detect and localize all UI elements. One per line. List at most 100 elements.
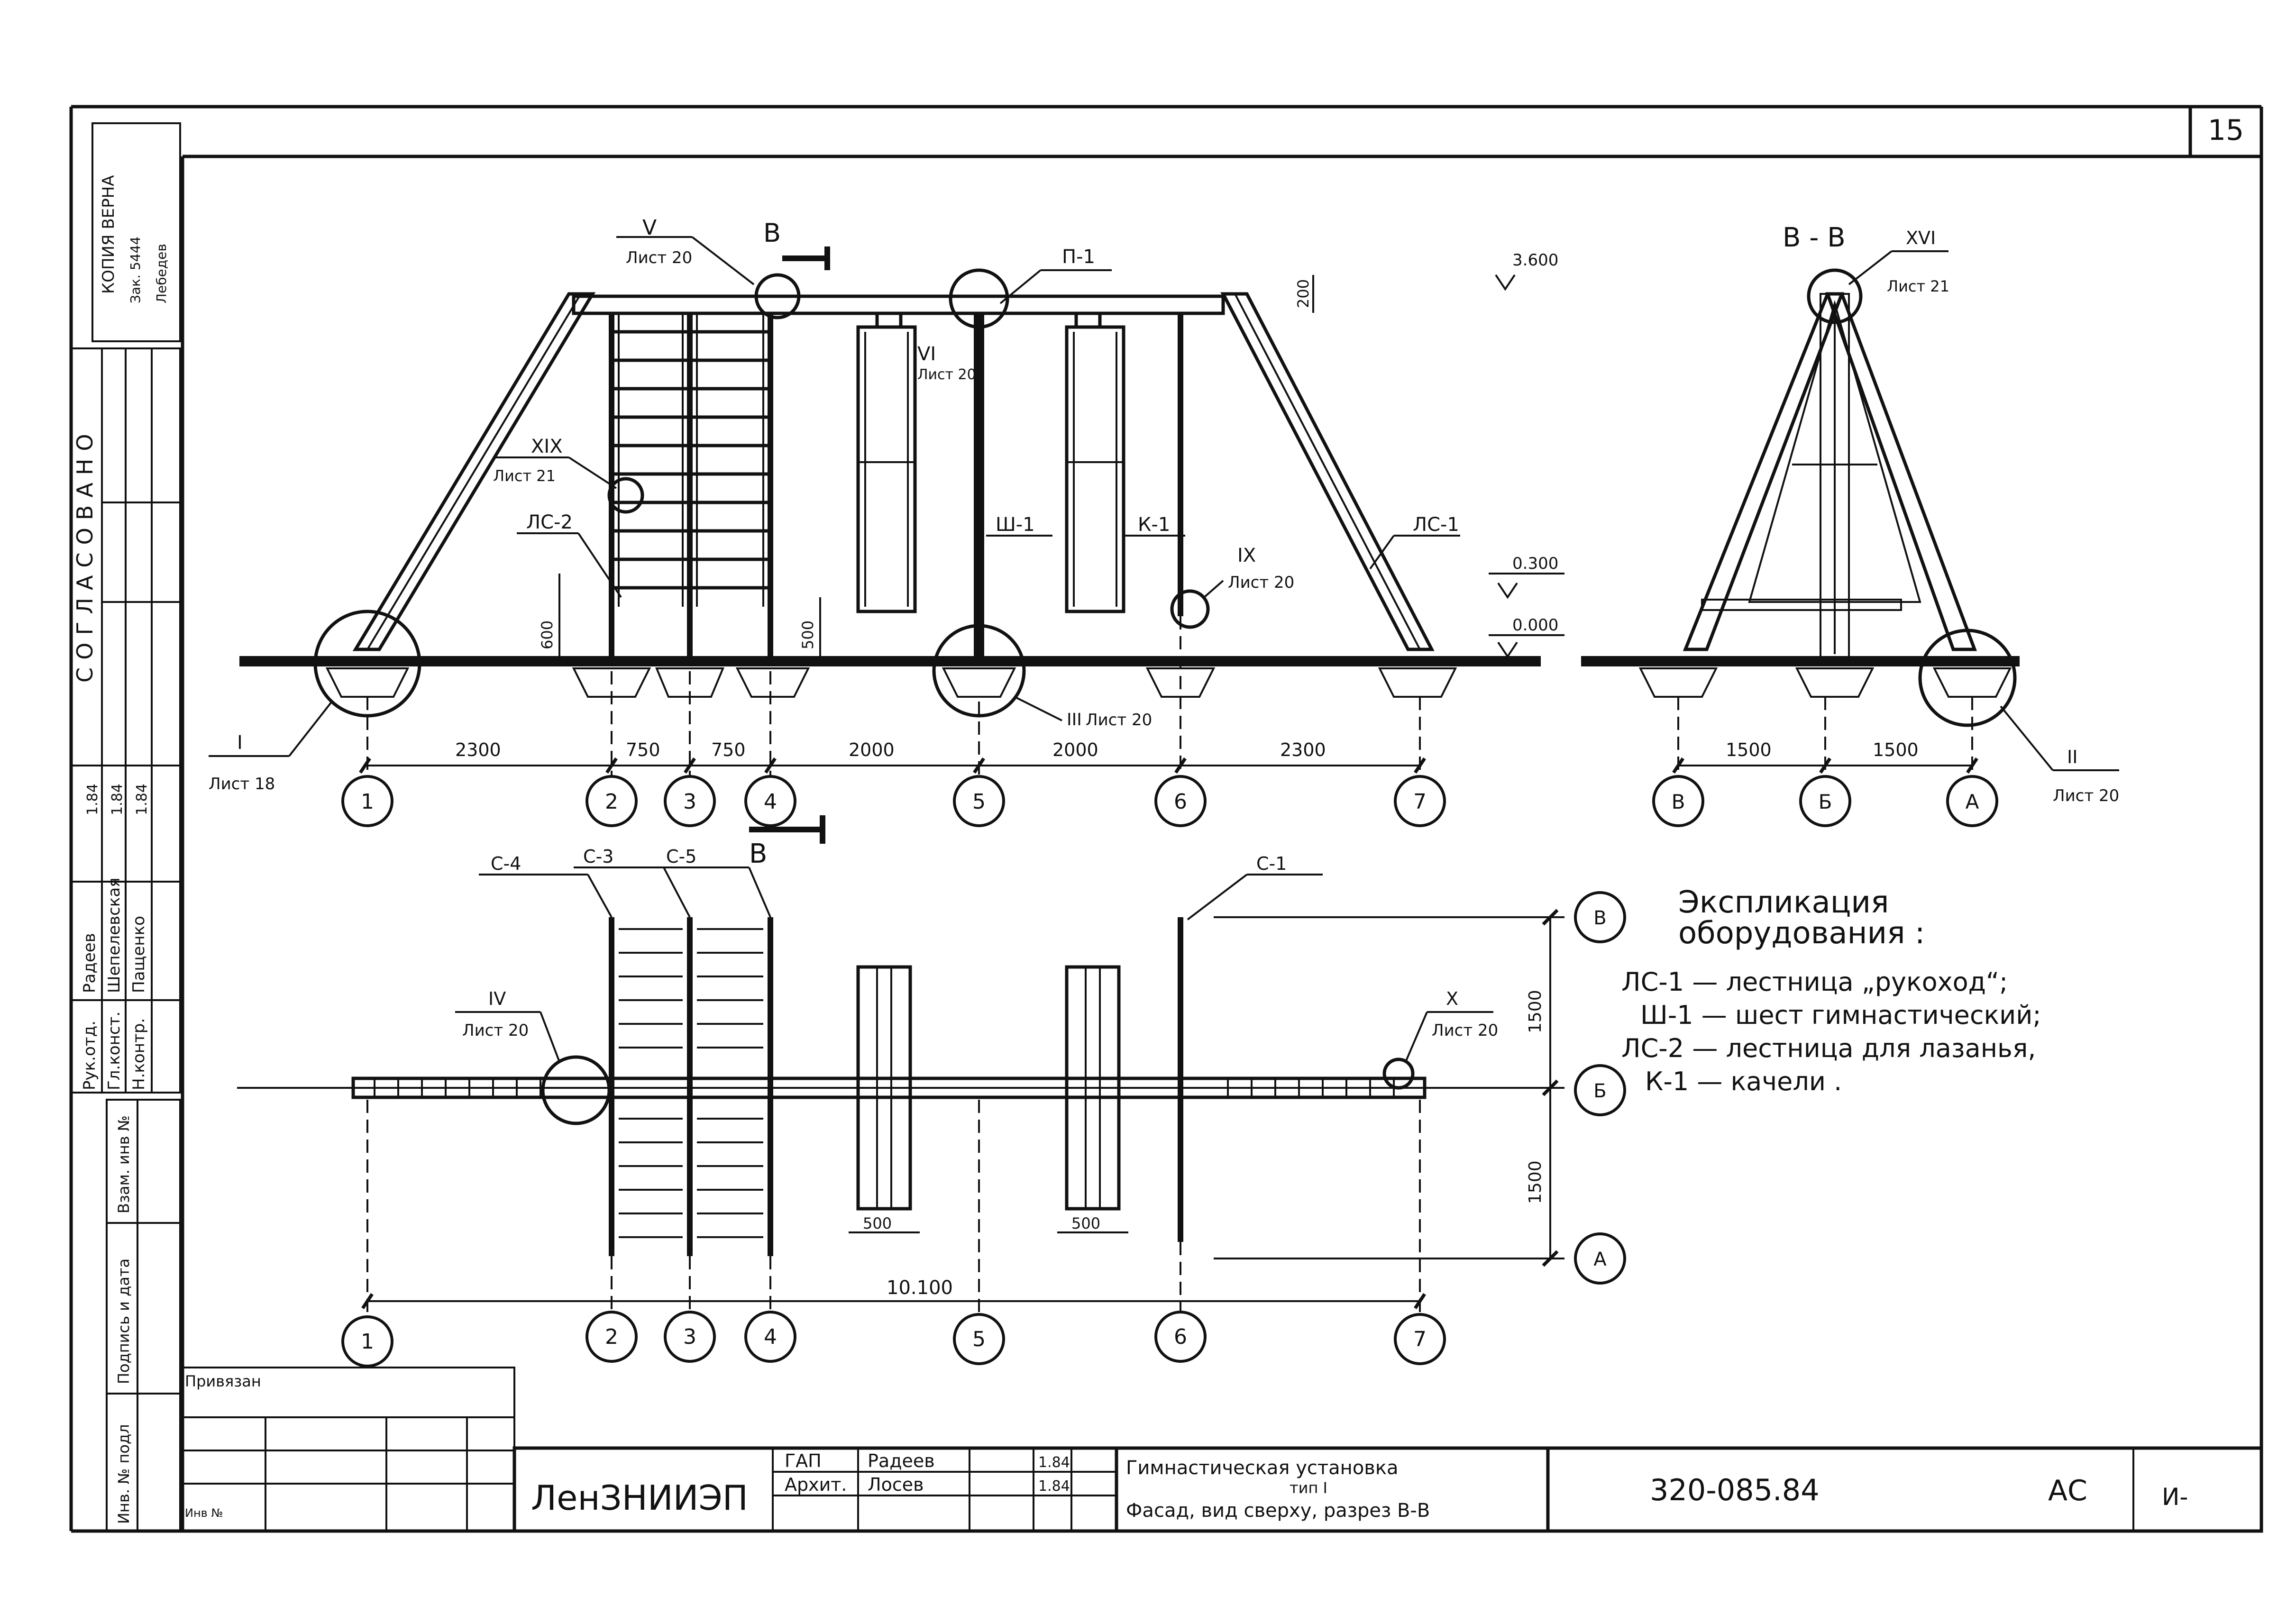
label-P1: П-1 [1062, 246, 1095, 268]
row-axis-V: В [1593, 907, 1606, 929]
approved-label: СОГЛАСОВАНО [72, 426, 98, 683]
sheet-number: 15 [2208, 114, 2244, 147]
callout-VI-id: VI [917, 343, 936, 365]
dim-h-3: 750 [711, 739, 746, 760]
plan-axis-6: 6 [1174, 1325, 1187, 1349]
section-axis-V: В [1672, 790, 1685, 813]
field-replace-inv: Взам. инв № [115, 1115, 133, 1213]
dim-v-200: 200 [1294, 279, 1312, 308]
inv-label: Инв № [185, 1506, 223, 1520]
left-stamp: КОПИЯ ВЕРНА Зак. 5444 Лебедев СОГЛАСОВАН… [70, 122, 181, 1532]
role-1: Рук.отд. [80, 1021, 99, 1090]
axis-5: 5 [972, 790, 986, 814]
field-inv-orig: Инв. № подл [115, 1424, 133, 1524]
callout-V-id: V [642, 216, 657, 240]
org-name: ЛенЗНИИЭП [531, 1478, 748, 1518]
axis-7: 7 [1413, 790, 1427, 814]
plan-callout-IV-sheet: Лист 20 [462, 1021, 529, 1040]
plan-callout-IV-id: IV [488, 988, 506, 1009]
callout-III-id: III [1067, 710, 1082, 729]
doc-section: АС [2048, 1474, 2087, 1507]
title-line-2: тип I [1290, 1479, 1327, 1497]
plan-dim-v-1: 1500 [1526, 990, 1545, 1033]
front-view: V Лист 20 В VI Лист 20 XIX Лист 21 IX Ли… [209, 216, 1564, 869]
callout-V-sheet: Лист 20 [626, 248, 692, 267]
plan-ladders [609, 917, 773, 1256]
doc-code: 320-085.84 [1650, 1473, 1820, 1507]
climbing-ladders [609, 313, 773, 656]
dim-h-4: 2000 [849, 739, 895, 760]
plan-swing-right [1065, 965, 1121, 1211]
section-dim-1: 1500 [1726, 739, 1772, 760]
equipment-legend: Экспликация оборудования : ЛС-1 — лестни… [1621, 885, 2041, 1096]
dim-h-6: 2300 [1280, 739, 1326, 760]
axis-1: 1 [361, 790, 374, 814]
field-sign-date: Подпись и дата [115, 1258, 133, 1384]
tb-date-1: 1.84 [1038, 1454, 1070, 1471]
dim-h-2: 750 [626, 739, 660, 760]
label-LS2: ЛС-2 [526, 511, 573, 533]
axis-3: 3 [683, 790, 696, 814]
swing-left [856, 313, 917, 613]
section-view: В - В XVI Лист 21 1500 1500 [1581, 222, 2119, 827]
row-axis-B: Б [1593, 1080, 1606, 1102]
dim-v-600: 600 [538, 620, 556, 649]
level-mid: 0.300 [1512, 554, 1558, 573]
callout-XIX-id: XIX [531, 436, 563, 457]
tb-date-2: 1.84 [1038, 1478, 1070, 1495]
name-2: Шепелевская [105, 877, 124, 993]
legend-item-1: ЛС-1 — лестница „рукоход“; [1621, 967, 2008, 997]
verified-sub1: Зак. 5444 [128, 237, 143, 303]
plan-swing-left [856, 965, 912, 1211]
plan-callout-X-sheet: Лист 20 [1432, 1021, 1498, 1040]
tb-role-2: Архит. [785, 1474, 847, 1495]
section-mark-bottom: В [749, 839, 767, 869]
title-line-1: Гимнастическая установка [1126, 1457, 1399, 1479]
plan-dim-small-2: 500 [1071, 1214, 1100, 1232]
plan-axis-2: 2 [605, 1325, 618, 1349]
top-beam [572, 294, 1225, 315]
section-axis-B: Б [1819, 790, 1832, 813]
tb-role-1: ГАП [785, 1450, 822, 1471]
axis-2: 2 [605, 790, 618, 814]
legend-title-1: Экспликация [1678, 885, 1889, 920]
plan-view: С-4 С-3 С-5 С-1 IV Лист 20 X Лист 20 150… [237, 846, 1626, 1368]
legend-item-4: К-1 — качели . [1645, 1067, 1842, 1096]
name-3: Пащенко [129, 916, 148, 993]
doc-page: И- [2162, 1483, 2188, 1511]
swing-right [1065, 313, 1125, 613]
section-axis-A: А [1966, 790, 1979, 813]
plan-dim-total: 10.100 [887, 1277, 953, 1299]
legend-title-2: оборудования : [1678, 916, 1925, 951]
plan-label-C3: С-3 [583, 846, 613, 867]
section-callout-bottom-sheet: Лист 20 [2053, 786, 2119, 805]
dim-h-5: 2000 [1052, 739, 1098, 760]
label-LS1: ЛС-1 [1413, 514, 1459, 536]
axis-4: 4 [764, 790, 777, 814]
callout-I-id: I [237, 732, 243, 754]
plan-dim-small-1: 500 [863, 1214, 892, 1232]
plan-callout-X-id: X [1446, 988, 1458, 1009]
leg-left [352, 292, 596, 651]
verified-sub2: Лебедев [154, 244, 169, 303]
plan-label-C1: С-1 [1256, 853, 1287, 874]
verified-title: КОПИЯ ВЕРНА [99, 175, 118, 294]
title-line-3: Фасад, вид сверху, разрез В-В [1126, 1500, 1430, 1522]
date-3: 1.84 [134, 784, 150, 815]
section-callout-top-sheet: Лист 21 [1887, 277, 1949, 295]
callout-III-sheet: Лист 20 [1086, 711, 1152, 729]
role-3: Н.контр. [129, 1018, 148, 1090]
axis-6: 6 [1174, 790, 1187, 814]
plan-axis-4: 4 [764, 1325, 777, 1349]
plan-axis-3: 3 [683, 1325, 696, 1349]
level-top: 3.600 [1512, 251, 1558, 270]
bound-to-label: Привязан [185, 1372, 261, 1390]
date-1: 1.84 [84, 784, 101, 815]
foundations [325, 667, 1457, 698]
callout-IX-id: IX [1237, 545, 1256, 566]
leg-right [1220, 292, 1435, 651]
section-callout-bottom-id: II [2067, 747, 2077, 767]
title-block: Привязан Инв № ЛенЗНИИЭП ГАП Радеев 1.84… [182, 1367, 2263, 1533]
tb-name-2: Лосев [868, 1474, 924, 1495]
